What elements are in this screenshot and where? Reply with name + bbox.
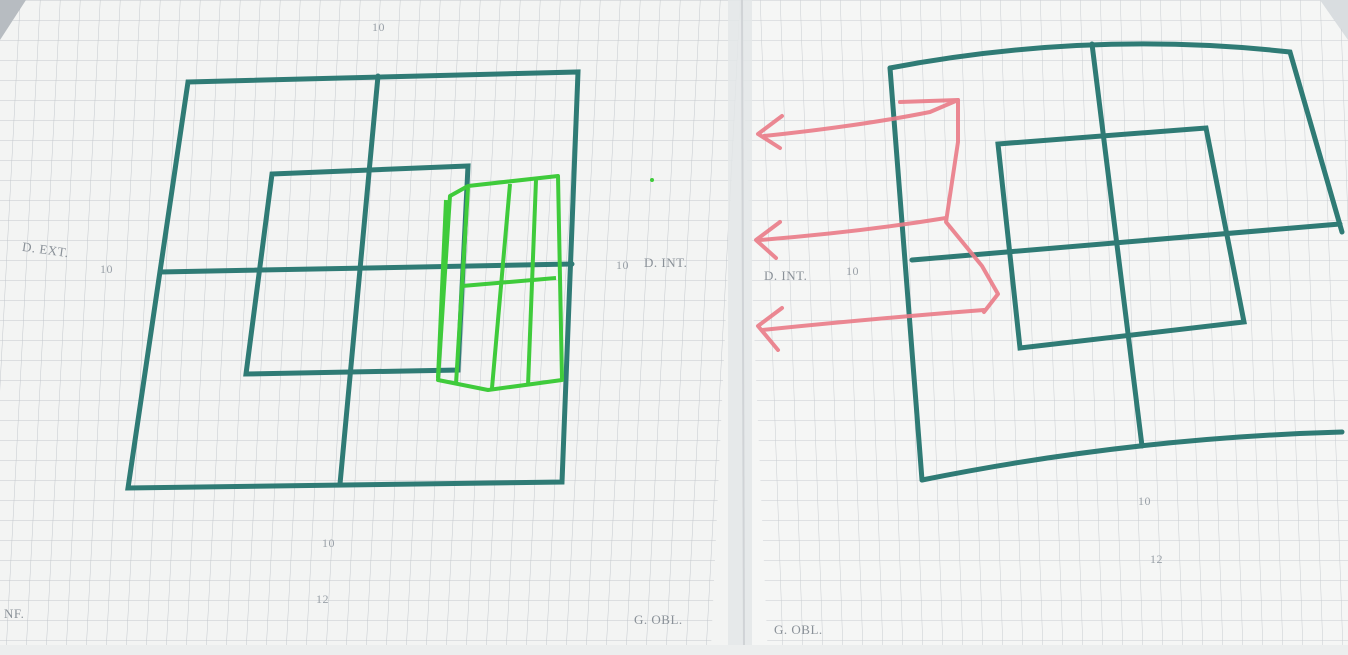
left-label-d-int: D. INT. [644,255,687,271]
right-label-g-obl: G. OBL. [774,622,823,638]
left-bottom-number-1: 10 [322,536,335,551]
right-label-d-int-number: 10 [846,264,859,279]
left-top-number: 10 [372,20,385,35]
left-label-g-obl: G. OBL. [634,612,683,628]
left-label-d-int-number: 10 [616,258,629,273]
left-bottom-number-2: 12 [316,592,329,607]
left-corner-label: NF. [4,606,24,622]
right-bottom-number-1: 10 [1138,494,1151,509]
right-bottom-number-2: 12 [1150,552,1163,567]
right-label-d-int: D. INT. [764,268,807,284]
book-gutter [728,0,752,655]
right-page [740,0,1348,655]
left-label-d-ext-number: 10 [100,262,113,277]
left-page [0,0,745,655]
